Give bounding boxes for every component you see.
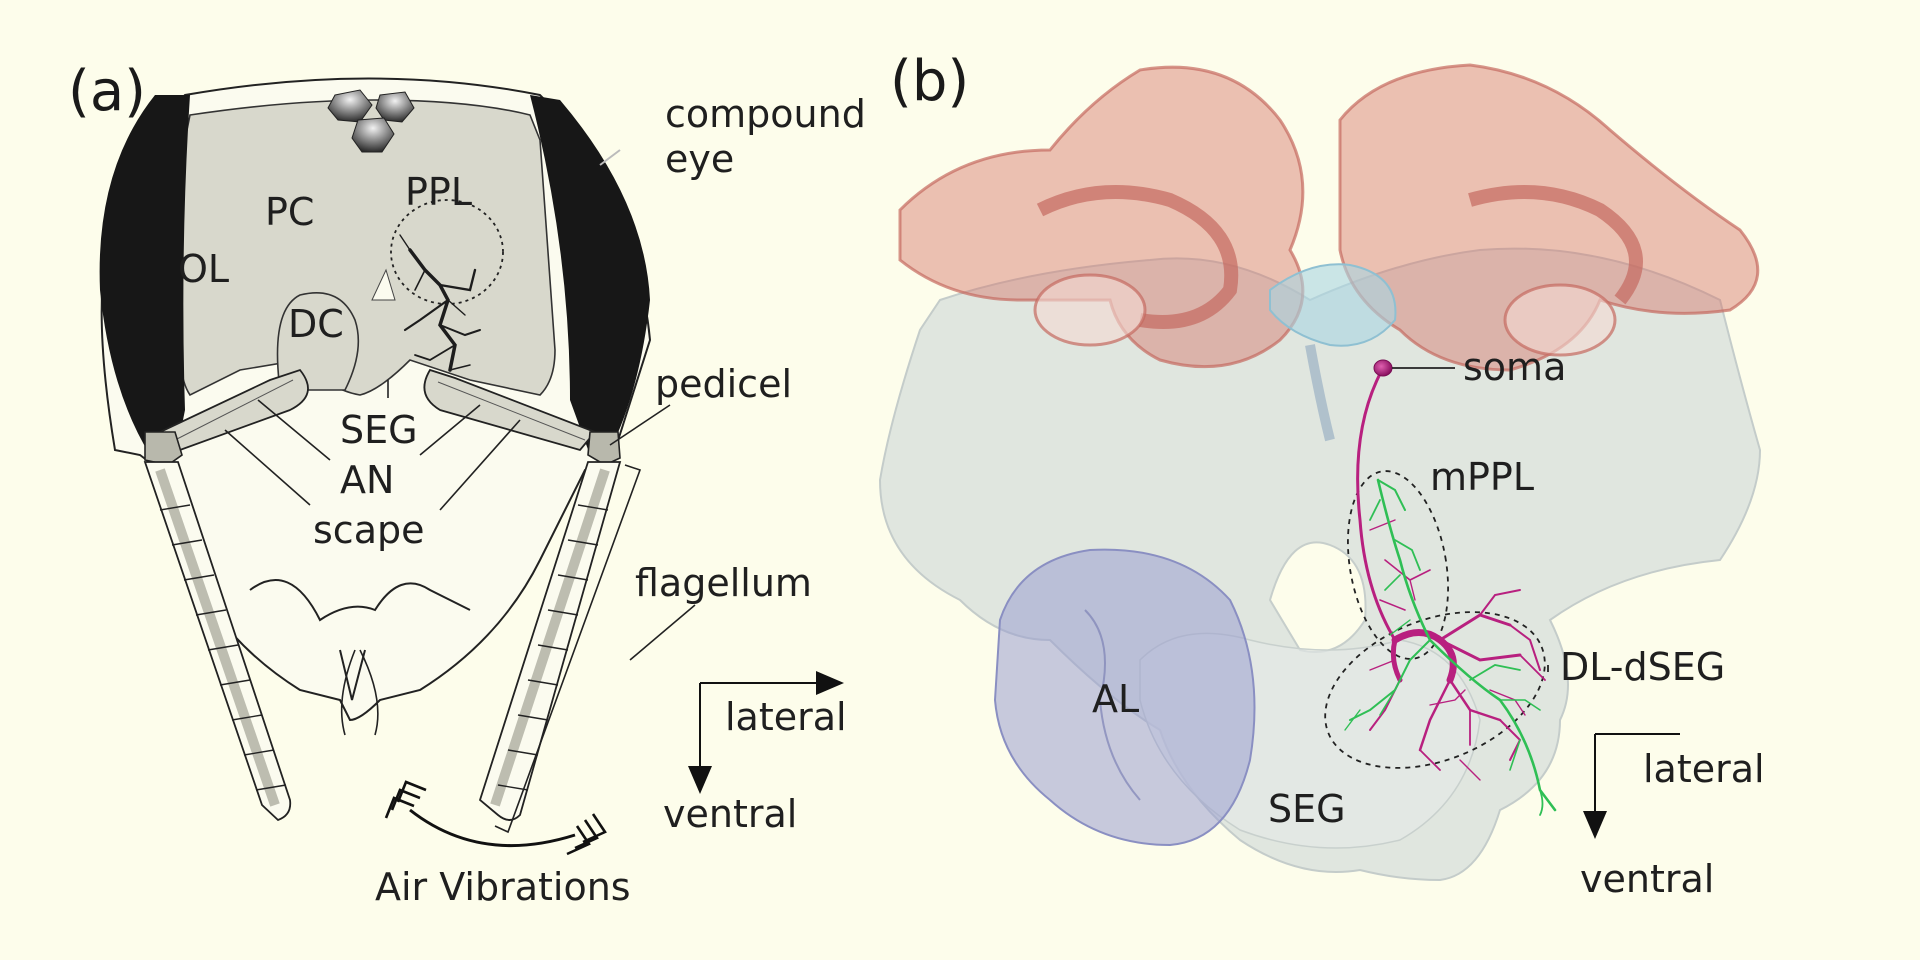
panel-b-label: (b) — [890, 49, 969, 114]
label-seg-a: SEG — [340, 408, 418, 452]
air-vibration-chevrons-left — [384, 780, 427, 819]
label-pc: PC — [265, 190, 314, 234]
label-pedicel: pedicel — [655, 362, 792, 406]
neuron-stain — [399, 234, 481, 372]
panel-a-label: (a) — [68, 59, 146, 124]
neuron-green — [1344, 478, 1557, 816]
label-seg-b: SEG — [1268, 787, 1346, 831]
air-vibration-arrow — [409, 808, 576, 848]
label-an: AN — [340, 458, 394, 502]
label-scape: scape — [313, 508, 424, 552]
leader-lines-a — [224, 380, 696, 661]
air-vibration-chevrons-right — [566, 813, 607, 856]
label-ventral-a: ventral — [663, 792, 797, 836]
left-antenna — [143, 368, 309, 822]
median-notch — [371, 268, 396, 301]
label-eye: eye — [665, 137, 734, 181]
antennal-lobe-fold — [1084, 609, 1141, 801]
right-compound-eye — [530, 95, 650, 455]
panel-a: (a) — [68, 59, 866, 909]
central-stalk — [1305, 344, 1335, 442]
label-al: AL — [1092, 677, 1139, 721]
label-ventral-b: ventral — [1580, 857, 1714, 901]
label-flagellum: flagellum — [635, 561, 812, 605]
neuron-magenta — [1356, 368, 1546, 781]
antennal-lobe — [993, 548, 1256, 847]
compound-eye-highlight — [599, 149, 621, 166]
label-soma: soma — [1463, 345, 1566, 389]
central-body — [1269, 263, 1397, 347]
label-mppl: mPPL — [1430, 455, 1534, 499]
mppl-outline — [1347, 470, 1449, 660]
brain-foramen — [1268, 541, 1367, 653]
label-lateral-b: lateral — [1643, 747, 1765, 791]
label-ol: OL — [178, 247, 229, 291]
label-ppl: PPL — [405, 170, 472, 214]
dl-dseg-outline — [1324, 611, 1546, 769]
label-lateral-a: lateral — [725, 695, 847, 739]
labrum-line — [359, 649, 379, 736]
panel-b: (b) — [878, 49, 1765, 901]
mushroom-bodies — [898, 63, 1760, 372]
soma — [1373, 359, 1393, 377]
labrum-line-2 — [340, 649, 356, 736]
ocelli — [327, 89, 415, 153]
axes-b — [1583, 733, 1680, 839]
label-dc: DC — [288, 302, 344, 346]
frons-line — [249, 579, 471, 622]
clypeus-line — [339, 649, 366, 701]
leader-lines-b — [1392, 367, 1549, 672]
left-pedicel — [144, 431, 183, 466]
flagellum-bracket — [494, 464, 642, 834]
label-air-vibrations: Air Vibrations — [375, 865, 631, 909]
label-dl-dseg: DL-dSEG — [1560, 645, 1725, 689]
dc-region — [276, 291, 360, 391]
left-compound-eye — [99, 95, 190, 460]
right-antenna — [423, 368, 642, 834]
axes-a — [688, 671, 844, 794]
label-compound: compound — [665, 92, 866, 136]
